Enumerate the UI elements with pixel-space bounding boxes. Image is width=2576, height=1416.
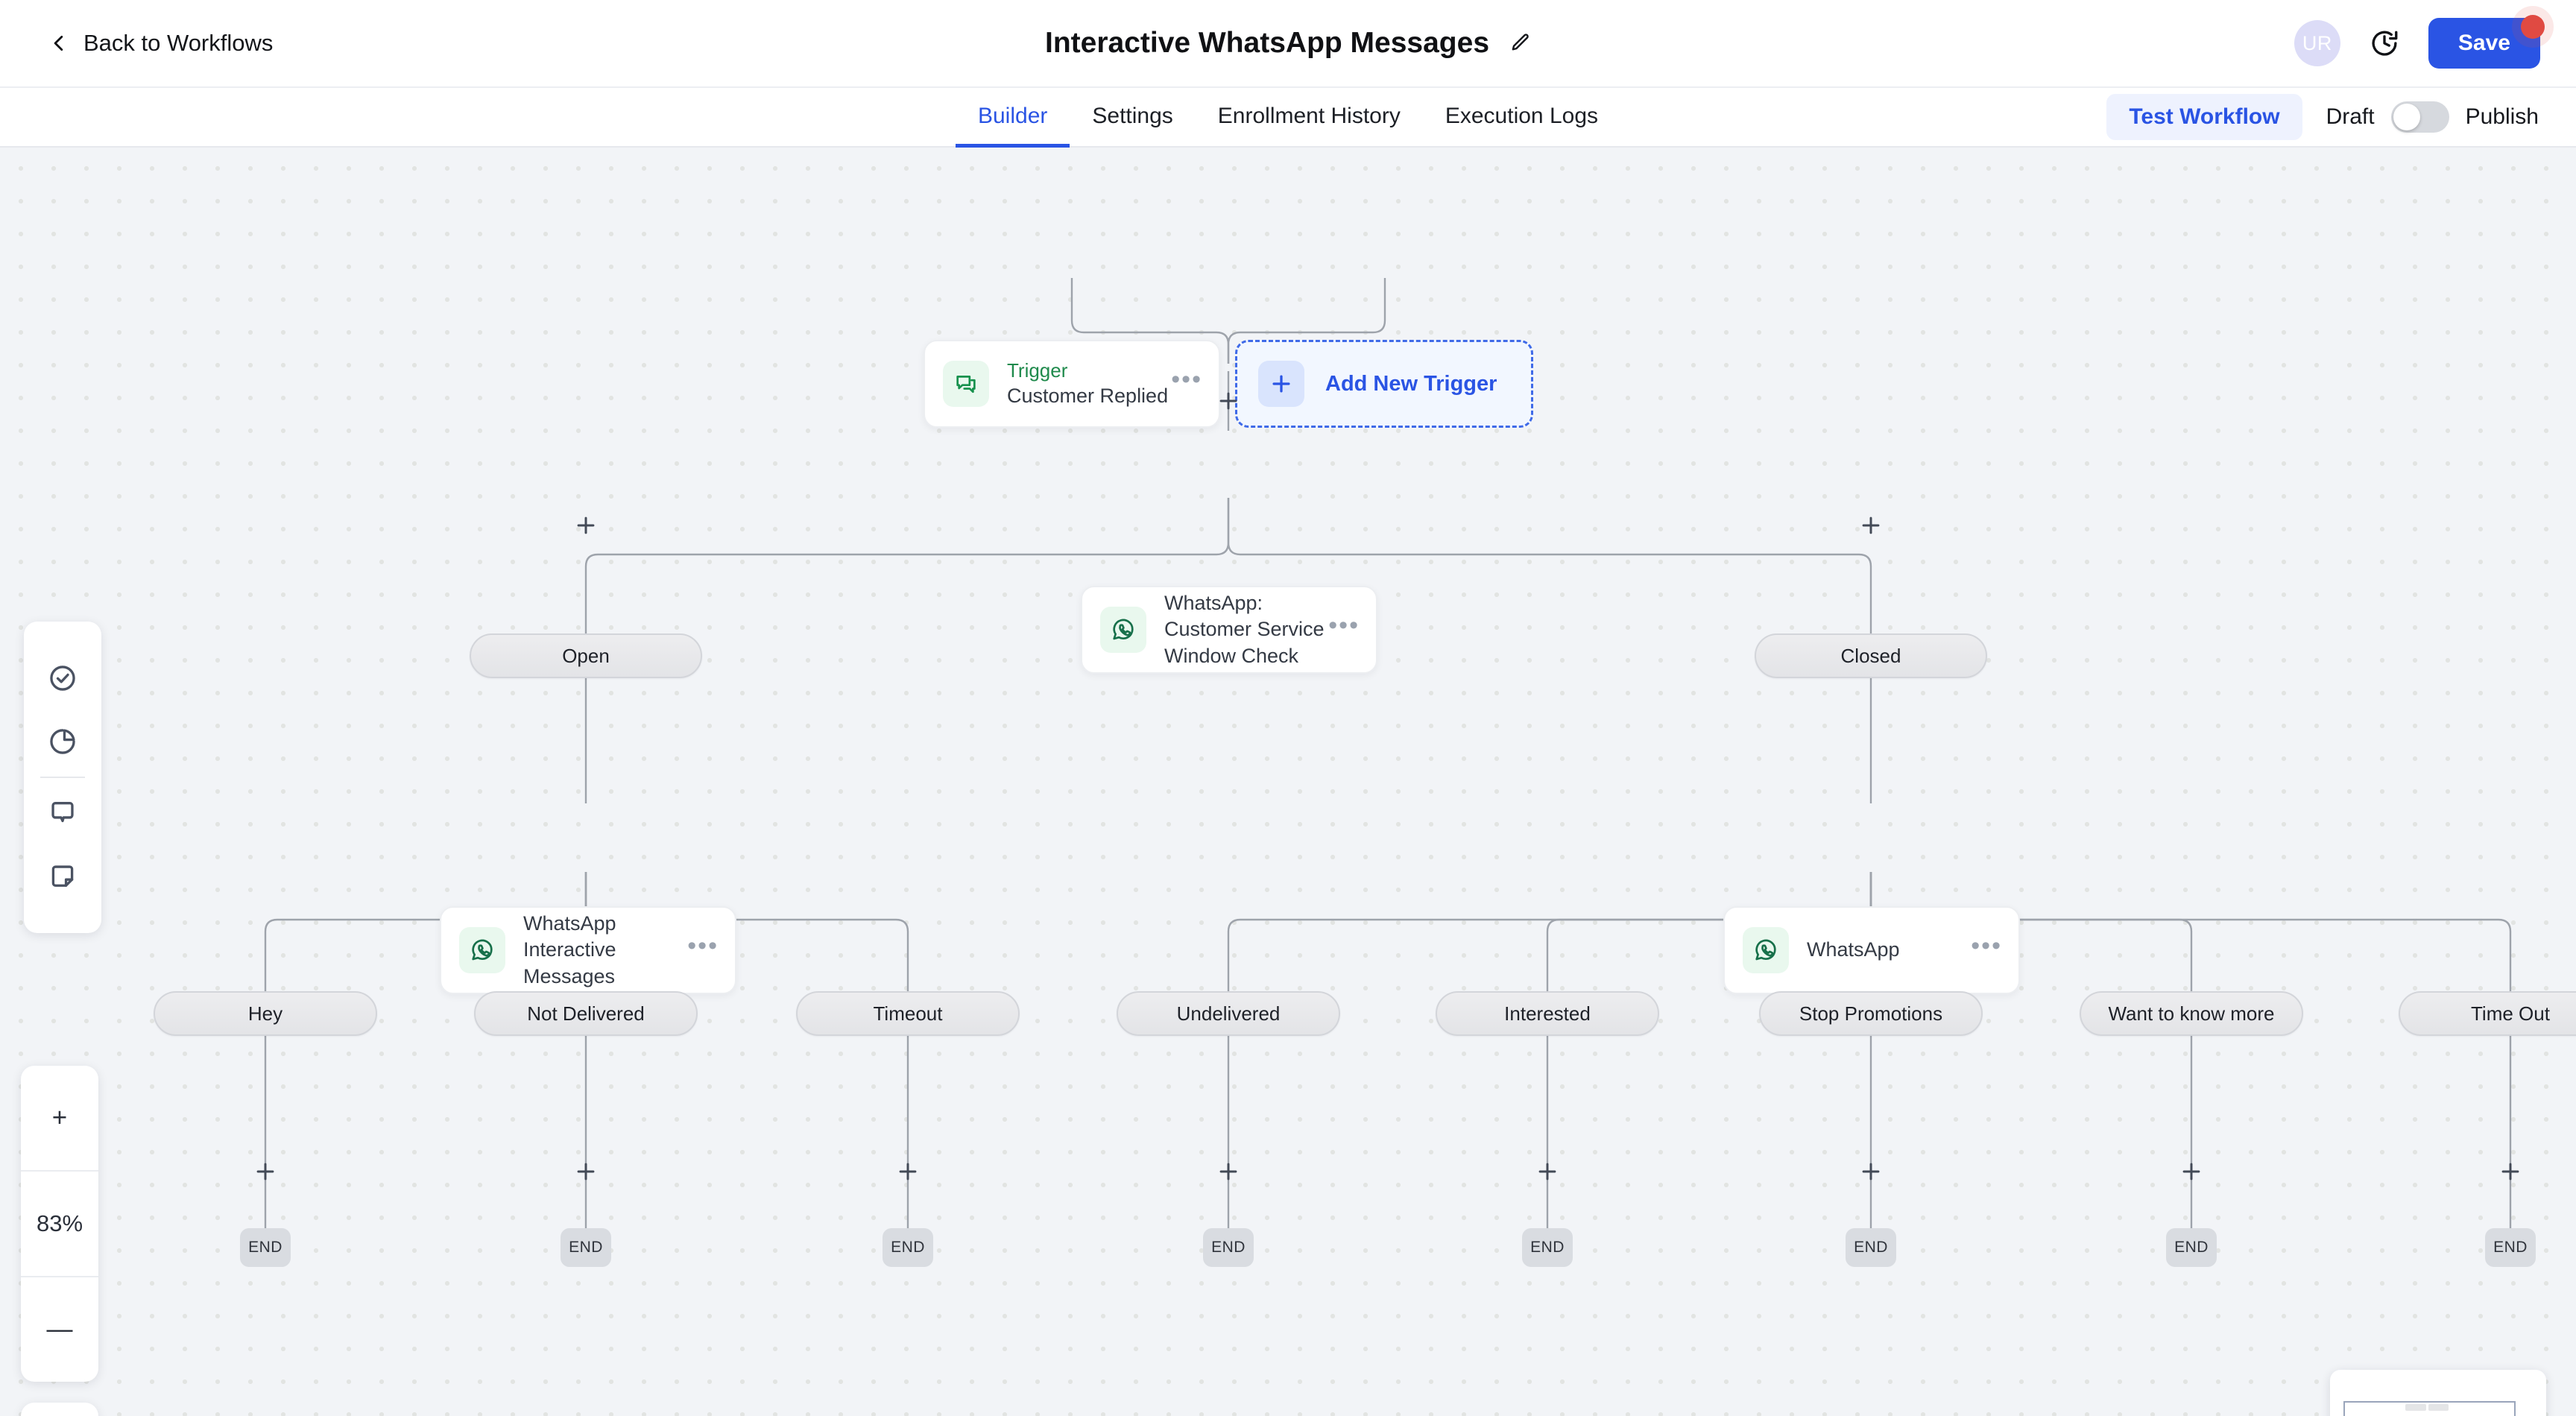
pie-chart-icon	[50, 729, 75, 754]
outcome-pill-stop-promotions[interactable]: Stop Promotions	[1759, 991, 1983, 1036]
outcome-pill-interested[interactable]: Interested	[1436, 991, 1659, 1036]
publish-toggle-group: Draft Publish	[2326, 101, 2539, 133]
zoom-level-label[interactable]: 83%	[21, 1170, 98, 1276]
whatsapp-node[interactable]: WhatsApp •••	[1723, 906, 2020, 994]
add-step-button-open[interactable]	[569, 509, 602, 542]
check-node-texts: WhatsApp: Customer Service Window Check	[1164, 590, 1328, 669]
back-to-workflows-button[interactable]: Back to Workflows	[49, 30, 273, 57]
validate-workflow-button[interactable]	[24, 647, 101, 710]
unsaved-changes-dot	[2521, 15, 2545, 39]
tab-settings[interactable]: Settings	[1092, 103, 1173, 128]
trigger-node-title: Customer Replied	[1007, 384, 1169, 407]
tab-list: Builder Settings Enrollment History Exec…	[955, 88, 1620, 148]
end-node[interactable]: END	[240, 1228, 291, 1267]
tool-panel-divider	[40, 776, 85, 779]
end-node[interactable]: END	[561, 1228, 611, 1267]
tab-builder[interactable]: Builder	[955, 88, 1070, 148]
workflow-title-group: Interactive WhatsApp Messages	[1045, 27, 1531, 60]
save-button-wrapper: Save	[2428, 15, 2545, 69]
add-step-button-time-out[interactable]	[2494, 1155, 2527, 1188]
tab-execution-logs[interactable]: Execution Logs	[1445, 103, 1599, 128]
end-node[interactable]: END	[2166, 1228, 2217, 1267]
whatsapp-interactive-messages-node[interactable]: WhatsApp Interactive Messages •••	[440, 906, 736, 994]
action-node-title: WhatsApp	[1807, 938, 1900, 961]
zoom-out-button[interactable]: —	[21, 1276, 98, 1382]
action-node-title: WhatsApp Interactive Messages	[523, 912, 616, 987]
page-title: Interactive WhatsApp Messages	[1044, 27, 1490, 59]
outcome-pill-hey[interactable]: Hey	[154, 991, 377, 1036]
end-node[interactable]: END	[883, 1228, 933, 1267]
add-step-button-not-delivered[interactable]	[569, 1155, 602, 1188]
action-node-texts: WhatsApp Interactive Messages	[523, 911, 687, 989]
chevron-left-icon	[54, 35, 63, 51]
whatsapp-icon	[1743, 927, 1789, 973]
avatar[interactable]: UR	[2294, 20, 2340, 66]
top-bar-actions: UR Save	[2294, 15, 2545, 69]
outcome-pill-timeout[interactable]: Timeout	[796, 991, 1020, 1036]
add-step-button-closed[interactable]	[1854, 509, 1887, 542]
end-node[interactable]: END	[1846, 1228, 1896, 1267]
more-options-icon[interactable]: •••	[687, 932, 719, 961]
minimap-viewport[interactable]	[2343, 1401, 2516, 1416]
comment-icon	[51, 801, 74, 822]
sticky-note-button[interactable]	[24, 844, 101, 908]
add-new-trigger-label: Add New Trigger	[1325, 371, 1497, 396]
whatsapp-icon	[459, 927, 505, 973]
plus-icon	[1258, 361, 1304, 407]
workflow-canvas[interactable]: Trigger Customer Replied ••• Add New Tri…	[0, 148, 2576, 1416]
branch-pill-open[interactable]: Open	[470, 633, 702, 678]
action-node-texts: WhatsApp	[1807, 937, 1971, 963]
add-step-button-want-to-know-more[interactable]	[2175, 1155, 2208, 1188]
add-step-button-trigger[interactable]	[1212, 385, 1245, 417]
tab-bar-actions: Test Workflow Draft Publish	[2106, 94, 2539, 140]
branch-pill-closed[interactable]: Closed	[1755, 633, 1987, 678]
connector-edges	[264, 278, 2512, 1245]
clock-history-icon[interactable]	[2369, 28, 2400, 59]
outcome-pill-not-delivered[interactable]: Not Delivered	[474, 991, 698, 1036]
top-bar: Back to Workflows Interactive WhatsApp M…	[0, 0, 2576, 88]
more-options-icon[interactable]: •••	[1971, 932, 2002, 961]
check-node-title: WhatsApp: Customer Service Window Check	[1164, 592, 1325, 667]
comment-button[interactable]	[24, 781, 101, 844]
add-step-button-stop-promotions[interactable]	[1854, 1155, 1887, 1188]
minimap-node	[2428, 1404, 2449, 1411]
canvas-minimap[interactable]	[2330, 1370, 2546, 1416]
whatsapp-service-window-check-node[interactable]: WhatsApp: Customer Service Window Check …	[1081, 586, 1377, 674]
tab-enrollment-history[interactable]: Enrollment History	[1217, 103, 1401, 128]
test-workflow-button[interactable]: Test Workflow	[2106, 94, 2302, 140]
outcome-pill-undelivered[interactable]: Undelivered	[1117, 991, 1340, 1036]
pencil-edit-icon[interactable]	[1509, 32, 1531, 54]
zoom-in-button[interactable]: +	[51, 1103, 68, 1132]
trigger-node[interactable]: Trigger Customer Replied •••	[924, 340, 1220, 428]
draft-label: Draft	[2326, 104, 2375, 129]
tab-bar: Builder Settings Enrollment History Exec…	[0, 88, 2576, 148]
end-node[interactable]: END	[1203, 1228, 1254, 1267]
add-new-trigger-button[interactable]: Add New Trigger	[1235, 340, 1533, 428]
outcome-pill-time-out[interactable]: Time Out	[2399, 991, 2576, 1036]
end-node[interactable]: END	[1522, 1228, 1573, 1267]
chat-bubble-icon	[943, 361, 989, 407]
publish-toggle[interactable]	[2390, 101, 2449, 133]
add-step-button-undelivered[interactable]	[1212, 1155, 1245, 1188]
sticky-note-icon	[51, 865, 74, 887]
add-step-button-timeout[interactable]	[891, 1155, 924, 1188]
more-options-icon[interactable]: •••	[1328, 611, 1360, 640]
add-step-button-interested[interactable]	[1531, 1155, 1564, 1188]
add-step-button-hey[interactable]	[249, 1155, 282, 1188]
zoom-controls: + 83% —	[21, 1066, 98, 1382]
toggle-knob	[2393, 104, 2420, 130]
analytics-button[interactable]	[24, 710, 101, 774]
canvas-tool-panel	[24, 622, 101, 933]
check-circle-icon	[50, 666, 75, 692]
minimap-node	[2405, 1404, 2426, 1411]
trigger-node-kicker: Trigger	[1007, 359, 1068, 382]
end-node[interactable]: END	[2485, 1228, 2536, 1267]
publish-label: Publish	[2465, 104, 2539, 129]
fit-to-screen-button[interactable]	[21, 1403, 98, 1416]
back-to-workflows-label: Back to Workflows	[83, 30, 274, 56]
whatsapp-icon	[1100, 607, 1146, 653]
more-options-icon[interactable]: •••	[1171, 365, 1202, 394]
trigger-node-texts: Trigger Customer Replied	[1007, 358, 1171, 409]
outcome-pill-want-to-know-more[interactable]: Want to know more	[2080, 991, 2303, 1036]
